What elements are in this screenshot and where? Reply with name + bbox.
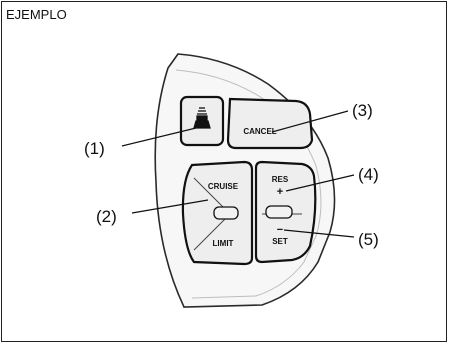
cruise-divider-top (193, 177, 229, 213)
callout-3: (3) (352, 101, 373, 120)
cruise-distance-icon (193, 107, 211, 129)
steering-panel-inner-edge (175, 69, 322, 299)
callout-5: (5) (358, 230, 379, 249)
set-label: SET (272, 237, 288, 246)
cruise-indicator-lamp (213, 206, 239, 220)
minus-label: − (277, 224, 283, 236)
res-label: RES (272, 175, 289, 184)
cancel-button[interactable] (226, 97, 314, 150)
callout-2: (2) (96, 207, 117, 226)
leader-4 (285, 174, 355, 192)
cancel-label: CANCEL (243, 127, 276, 136)
leader-5 (283, 229, 355, 238)
limit-label: LIMIT (213, 239, 234, 248)
plus-label: + (277, 186, 283, 198)
cruise-divider-bottom (193, 215, 229, 251)
res-set-indicator-lamp (265, 205, 293, 219)
example-label: EJEMPLO (6, 7, 67, 22)
callout-1: (1) (84, 139, 105, 158)
callout-4: (4) (358, 165, 379, 184)
leader-2 (131, 199, 209, 214)
cruise-label: CRUISE (208, 182, 239, 191)
leader-3 (271, 110, 349, 133)
leader-1 (121, 127, 197, 147)
leader-lines (121, 110, 355, 238)
